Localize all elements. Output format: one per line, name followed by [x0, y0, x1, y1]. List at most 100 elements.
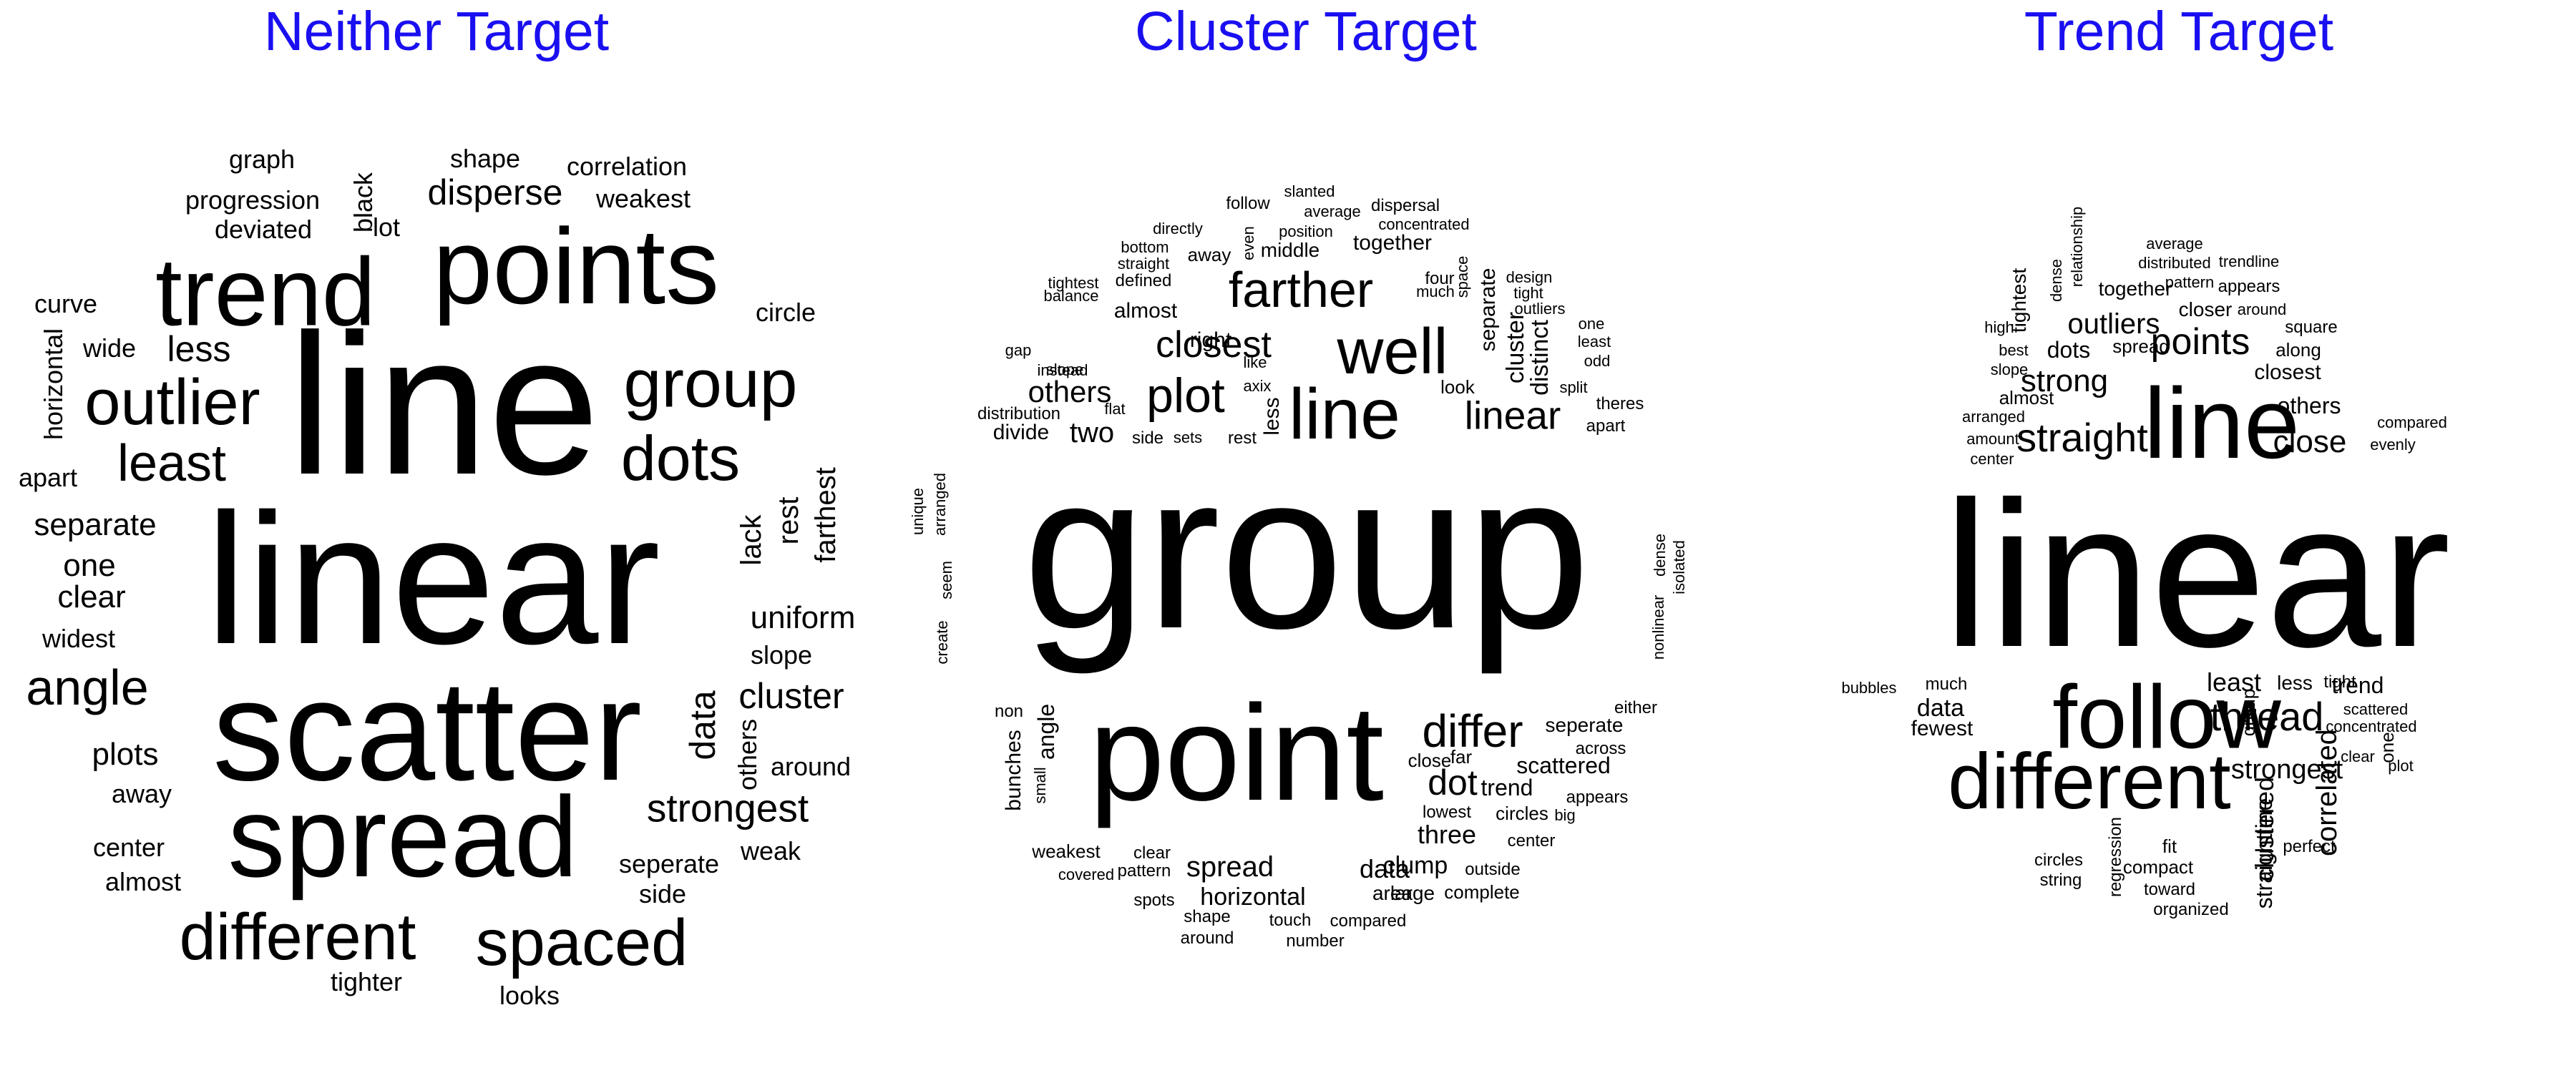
cloud-word-tight: tight [1513, 284, 1543, 302]
cloud-word-different: different [179, 901, 416, 974]
cloud-word-nonlinear: nonlinear [1649, 594, 1667, 660]
cloud-word-angle: angle [1033, 703, 1059, 760]
cloud-word-clear: clear [57, 579, 126, 614]
cloud-word-lot: lot [372, 212, 401, 242]
cloud-word-scattered: scattered [2343, 700, 2409, 718]
cloud-word-big: big [1554, 806, 1576, 824]
cloud-word-theres: theres [1596, 394, 1644, 413]
cloud-word-complete: complete [1444, 881, 1520, 903]
cloud-word-cluster: cluster [738, 676, 844, 716]
cloud-word-outliers: outliers [2067, 308, 2160, 340]
cloud-word-appears: appears [2218, 277, 2280, 296]
cloud-word-center: center [1970, 450, 2014, 468]
cloud-word-dispersal: dispersal [1370, 196, 1440, 215]
cloud-word-strongest: strongest [2230, 755, 2343, 785]
cloud-word-non: non [994, 702, 1024, 721]
cloud-word-concentrated: concentrated [2326, 717, 2417, 735]
cloud-word-trend: trend [1480, 775, 1533, 800]
cloud-word-graph: graph [228, 144, 296, 174]
cloud-word-compact: compact [2122, 856, 2194, 878]
cloud-word-almost: almost [1999, 387, 2054, 408]
cloud-word-circles: circles [1496, 803, 1548, 824]
cloud-word-weakest: weakest [1032, 841, 1101, 862]
cloud-word-shape: shape [1184, 907, 1231, 926]
cloud-word-middle: middle [1260, 239, 1320, 261]
cloud-word-trend: trend [155, 237, 376, 346]
cloud-word-apart: apart [18, 463, 78, 492]
cloud-word-compared: compared [1330, 911, 1407, 931]
cloud-word-together: together [1352, 231, 1433, 255]
cloud-word-least: least [117, 435, 227, 492]
cloud-word-square: square [2285, 318, 2338, 337]
cloud-word-sets: sets [1173, 428, 1203, 446]
cloud-word-correlation: correlation [566, 152, 688, 181]
cloud-word-plot: plot [1146, 368, 1225, 423]
cloud-word-horizontal: horizontal [1200, 883, 1306, 911]
cloud-word-closest: closest [1156, 324, 1272, 366]
cloud-word-plots: plots [92, 737, 159, 772]
cloud-word-strong: strong [2020, 363, 2109, 398]
cloud-word-group: group [1023, 426, 1591, 675]
cloud-word-balance: balance [1043, 287, 1099, 305]
cloud-word-scatter: scatter [212, 651, 643, 810]
cloud-word-away: away [1187, 244, 1231, 265]
cloud-word-distributed: distributed [2138, 254, 2211, 272]
cloud-word-follow: follow [2052, 667, 2281, 768]
cloud-word-spread: spread [228, 773, 578, 901]
cloud-word-flat: flat [1104, 400, 1126, 418]
cloud-word-point: point [1088, 677, 1385, 829]
cloud-word-circle: circle [755, 298, 816, 327]
cloud-word-space: space [1453, 255, 1471, 298]
cloud-word-gap: gap [1005, 341, 1032, 359]
cloud-word-together: together [2098, 278, 2172, 300]
cloud-word-side: side [638, 879, 687, 908]
cloud-word-divide: divide [992, 421, 1050, 444]
cloud-word-tight: tight [2323, 672, 2356, 692]
cloud-word-least: least [1577, 333, 1611, 351]
cloud-word-appears: appears [1566, 788, 1629, 807]
cloud-word-odd: odd [1584, 352, 1611, 370]
cloud-word-straight: straight [1117, 255, 1170, 273]
cloud-word-touch: touch [1269, 911, 1312, 930]
cloud-word-fit: fit [2162, 836, 2177, 857]
cloud-word-widest: widest [42, 624, 116, 653]
cloud-word-unique: unique [909, 487, 927, 536]
cloud-word-others: others [1028, 375, 1112, 408]
cloud-word-deviated: deviated [214, 215, 313, 244]
cloud-word-one: one [1578, 315, 1605, 333]
cloud-word-thread: thread [2210, 694, 2324, 739]
cloud-word-concentrated: concentrated [1378, 215, 1470, 233]
cloud-word-less: less [167, 329, 231, 369]
cloud-word-separate: separate [1476, 268, 1500, 352]
cloud-word-even: even [1239, 226, 1257, 260]
cloud-word-clear: clear [1133, 843, 1171, 863]
cloud-word-farther: farther [1228, 262, 1374, 318]
cloud-word-around: around [1180, 929, 1234, 948]
cloud-word-spots: spots [1133, 891, 1175, 910]
cloud-word-dot: dot [1428, 763, 1478, 803]
cloud-word-bubbles: bubbles [1841, 679, 1897, 697]
cloud-word-axix: axix [1243, 377, 1272, 395]
cloud-word-bunches: bunches [1002, 730, 1025, 811]
cloud-word-linear: linear [1943, 459, 2451, 690]
cloud-word-bottom: bottom [1121, 238, 1169, 256]
cloud-word-dense: dense [1651, 534, 1669, 577]
cloud-word-close: close [1407, 750, 1452, 771]
cloud-word-spaced: spaced [475, 906, 688, 979]
cloud-word-evenly: evenly [2370, 436, 2416, 454]
cloud-word-center: center [1507, 831, 1556, 851]
cloud-word-line: line [2144, 367, 2300, 479]
cloud-word-slope: slope [1990, 361, 2029, 378]
cloud-word-closest: closest [2254, 361, 2321, 384]
cloud-word-best: best [1999, 341, 2029, 359]
cloud-word-arranged: arranged [1961, 408, 2026, 426]
cloud-word-almost: almost [1113, 299, 1178, 323]
cloud-word-pattern: pattern [2165, 273, 2215, 291]
cloud-word-points: points [2150, 321, 2250, 363]
cloud-word-compared: compared [2377, 413, 2447, 431]
cloud-word-data: data [1916, 695, 1965, 722]
cloud-word-less: less [2277, 672, 2313, 694]
cloud-word-well: well [1337, 316, 1448, 388]
cloud-word-looks: looks [499, 981, 560, 1010]
cloud-word-one: one [63, 548, 116, 583]
